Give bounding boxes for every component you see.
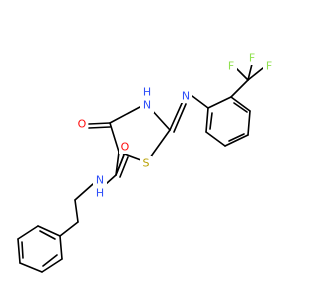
atom-label-fluorine-3: F [266,60,272,73]
phenyl-double-1 [42,254,58,267]
carbonyl-bond-ring-b [88,126,111,129]
phenyl-double-3 [39,230,56,240]
ring-bond-c4-n3 [109,106,141,124]
bonds-layer [17,63,264,273]
imine-bond-a [169,100,184,131]
atom-label-oxygen-ring: O [78,118,87,131]
imine-bond-b [173,103,187,133]
phenyl-ring-bond-1 [41,258,63,273]
atom-label-fluorine-1: F [228,60,234,73]
phenyl-double-2 [21,241,24,259]
ring-bond-c5-c4 [109,122,120,153]
atom-label-nh-amide-n: N [96,174,104,187]
phenyl-ring-bond-4 [17,225,39,240]
bond-n-aryl [191,95,209,109]
bond-amide-c-n [105,174,117,185]
atom-labels-layer: O H N N S O N H F F F [76,51,275,200]
aryl-ring-bond-4 [205,131,226,147]
bond-c-f2 [247,63,253,81]
aryl-ring-bond-0 [207,96,232,109]
bond-ch2-ph [59,221,79,237]
aryl-double-3 [209,112,213,130]
aryl-double-2 [228,133,245,142]
aryl-double-1 [233,102,248,113]
aryl-ring-bond-5 [205,107,209,133]
ring-bond-c2-s1 [149,129,171,159]
bond-n-ch2 [74,183,94,201]
atom-label-imine-n: N [182,90,190,103]
bond-c-f3 [247,67,264,81]
atom-label-nh-ring-h: H [143,86,151,99]
atom-label-oxygen-amide: O [121,141,130,154]
molecule-structure: O H N N S O N H F F F [17,51,275,273]
aryl-ring-bond-3 [224,134,249,147]
phenyl-ring-bond-5 [37,225,61,237]
atom-label-sulfur: S [143,157,150,170]
bond-c-f1 [235,67,249,81]
carbonyl-bond-ring-a [88,122,111,125]
bond-aryl-cf3 [230,79,249,98]
phenyl-ring-bond-0 [59,235,63,260]
atom-label-nh-amide-h: H [96,187,104,200]
atom-label-fluorine-2: F [249,52,255,65]
phenyl-ring-bond-2 [19,262,43,273]
atom-label-nh-ring-n: N [143,99,151,112]
bond-ch2-ch2 [74,199,79,223]
amide-carbonyl-a [115,154,125,176]
aryl-ring-bond-2 [247,110,251,136]
amide-carbonyl-b [119,156,129,178]
phenyl-ring-bond-3 [17,238,21,264]
bond-c5-ch2 [115,151,120,176]
aryl-ring-bond-1 [230,96,251,112]
